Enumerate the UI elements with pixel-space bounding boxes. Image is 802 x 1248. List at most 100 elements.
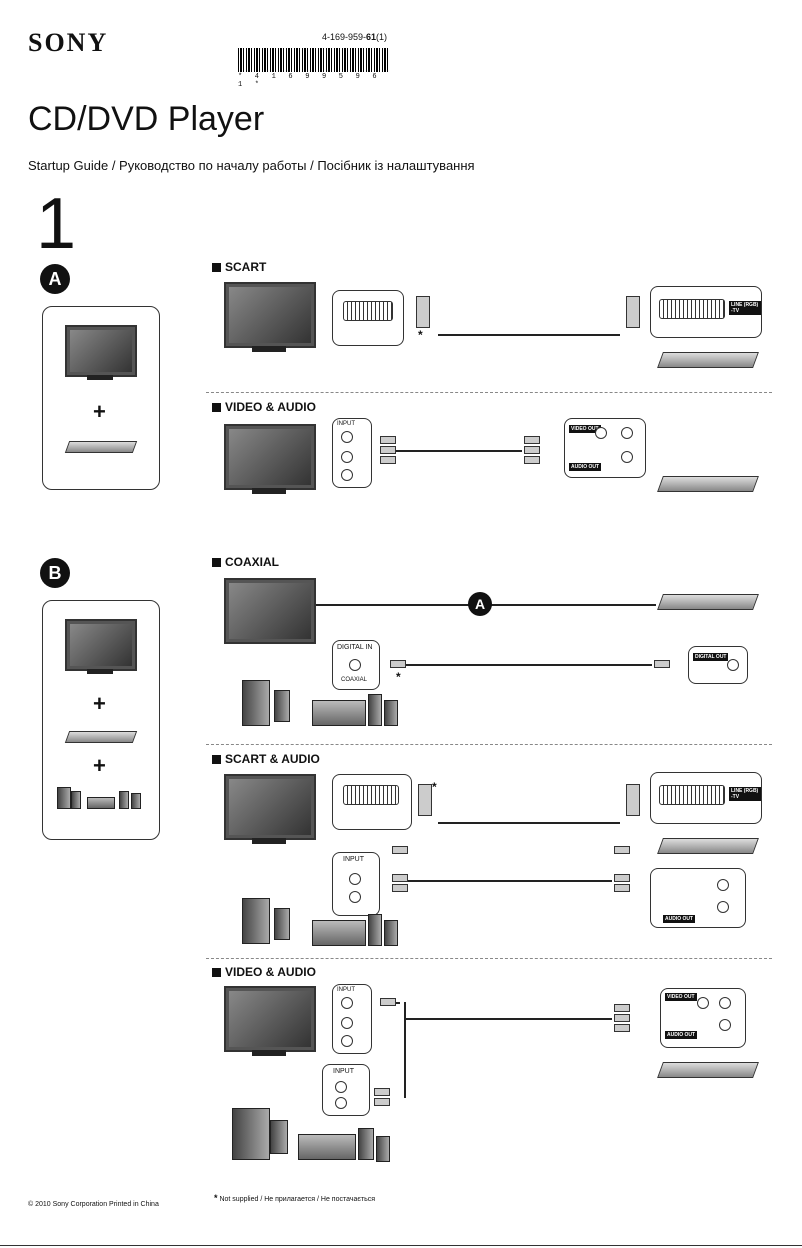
option-b-panel: + + [42, 600, 160, 840]
section-video-audio-heading: VIDEO & AUDIO [212, 965, 316, 979]
not-supplied-mark: * [432, 780, 437, 794]
section-coaxial-heading: COAXIAL [212, 555, 279, 569]
speaker-icon [270, 1120, 288, 1154]
bottom-rule [0, 1245, 802, 1246]
copyright: © 2010 Sony Corporation Printed in China [28, 1201, 159, 1208]
av-cable [396, 450, 522, 452]
coaxial-out-jack [727, 659, 739, 671]
not-supplied-mark: * [418, 328, 423, 342]
audio-r-jack [349, 891, 361, 903]
input-label: INPUT [343, 856, 364, 863]
dvd-player-icon [657, 352, 759, 368]
yellow-plug [524, 436, 540, 444]
audio-l-jack [349, 873, 361, 885]
section-scart-audio-heading: SCART & AUDIO [212, 752, 320, 766]
speaker-icon [376, 1136, 390, 1162]
digital-in-callout: DIGITAL IN COAXIAL [332, 640, 380, 690]
dvd-player-icon [657, 1062, 759, 1078]
audio-cable [408, 880, 612, 882]
scart-plug [626, 784, 640, 816]
plus-icon: + [93, 753, 106, 778]
footnote: * Not supplied / Не прилагается / Не пос… [214, 1193, 376, 1203]
white-plug [392, 874, 408, 882]
speaker-icon [119, 791, 129, 809]
video-out-label: VIDEO OUT [665, 993, 697, 1001]
white-plug [380, 446, 396, 454]
divider [206, 392, 772, 393]
tv-icon [224, 774, 316, 840]
speaker-icon [274, 908, 290, 940]
dvd-player-icon [657, 838, 759, 854]
yellow-plug [614, 846, 630, 854]
dvd-player-icon [64, 731, 138, 743]
section-video-audio-heading: VIDEO & AUDIO [212, 400, 316, 414]
player-av-callout: VIDEO OUT AUDIO OUT [660, 988, 746, 1048]
player-scart-callout: LINE (RGB) -TV [650, 286, 762, 338]
tv-stand [252, 488, 286, 494]
input-label: INPUT [337, 987, 355, 993]
vertical-cable [404, 1002, 406, 1098]
video-jack [341, 431, 353, 443]
speaker-icon [274, 690, 290, 722]
brand-logo: SONY [28, 28, 109, 57]
video-out-label: VIDEO OUT [569, 425, 601, 433]
tv-icon [224, 986, 316, 1052]
audio-out-label: AUDIO OUT [663, 915, 696, 923]
yellow-plug [614, 1004, 630, 1012]
coaxial-in-jack [349, 659, 361, 671]
amp-input-callout: INPUT [322, 1064, 370, 1116]
dvd-player-icon [657, 594, 759, 610]
tv-stand [252, 838, 286, 844]
line-tv-label: LINE (RGB) -TV [729, 787, 761, 801]
input-label: INPUT [333, 1068, 354, 1075]
video-out-jack [697, 997, 709, 1009]
audio-l-jack [341, 1017, 353, 1029]
white-plug [614, 1014, 630, 1022]
coaxial-cable [406, 664, 652, 666]
section-scart-heading: SCART [212, 260, 266, 274]
option-b-badge: B [40, 558, 70, 588]
speaker-icon [384, 920, 398, 946]
page-subtitle: Startup Guide / Руководство по началу ра… [28, 158, 475, 173]
scart-cable [438, 822, 620, 824]
option-a-ref-badge: A [468, 592, 492, 616]
digital-out-label: DIGITAL OUT [693, 653, 729, 661]
white-plug [524, 446, 540, 454]
audio-r-jack [341, 469, 353, 481]
audio-l-out-jack [621, 427, 633, 439]
player-av-callout: VIDEO OUT AUDIO OUT [564, 418, 646, 478]
scart-socket [343, 785, 399, 805]
audio-r-out-jack [621, 451, 633, 463]
speaker-icon [71, 791, 81, 809]
amplifier-icon [298, 1134, 356, 1160]
barcode-digits: * 4 1 6 9 9 5 9 6 1 * [238, 73, 381, 89]
audio-l-out-jack [719, 997, 731, 1009]
speaker-icon [358, 1128, 374, 1160]
speaker-icon [242, 680, 270, 726]
option-a-badge: A [40, 264, 70, 294]
tv-stand [252, 346, 286, 352]
line-tv-label: LINE (RGB) -TV [729, 301, 761, 315]
audio-r-out-jack [717, 901, 729, 913]
page-title: CD/DVD Player [28, 100, 265, 138]
tv-scart-callout [332, 774, 412, 830]
red-plug [392, 884, 408, 892]
coaxial-plug [654, 660, 670, 668]
step-number: 1 [36, 184, 77, 264]
plus-icon: + [93, 691, 106, 716]
audio-r-jack [341, 1035, 353, 1047]
part-number: 4-169-959-61(1) [322, 32, 388, 42]
red-plug [524, 456, 540, 464]
white-plug [374, 1088, 390, 1096]
yellow-plug [392, 846, 408, 854]
coaxial-label: COAXIAL [341, 677, 368, 683]
scart-plug [418, 784, 432, 816]
tv-scart-callout [332, 290, 404, 346]
video-jack [341, 997, 353, 1009]
tv-icon [224, 282, 316, 348]
tv-stand [87, 375, 113, 380]
scart-socket [343, 301, 393, 321]
scart-plug [626, 296, 640, 328]
red-plug [374, 1098, 390, 1106]
speaker-icon [368, 694, 382, 726]
